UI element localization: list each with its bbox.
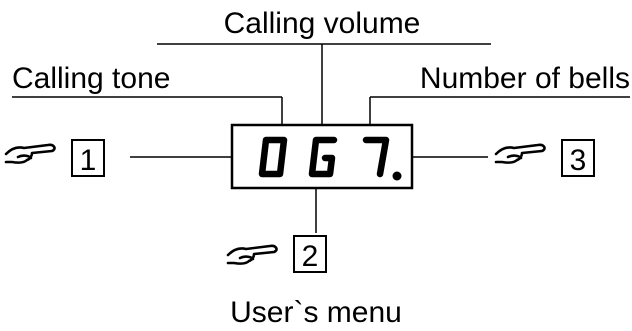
key-1-label: 1 [80, 144, 97, 177]
display-digit-7 [362, 136, 390, 178]
key-3-pointer-icon [494, 143, 546, 164]
users-menu-caption: User`s menu [230, 296, 402, 329]
key-3-label: 3 [570, 144, 587, 177]
key-2-button[interactable] [293, 235, 327, 273]
display-digit-g [308, 136, 338, 178]
display-decimal-point [392, 171, 402, 181]
key-2-pointer-icon [226, 244, 278, 265]
key-3-button[interactable] [561, 139, 595, 177]
key-1-pointer-icon [4, 143, 56, 164]
number-of-bells-label: Number of bells [420, 62, 630, 95]
key-2-label: 2 [302, 240, 319, 273]
calling-tone-label: Calling tone [12, 62, 170, 95]
calling-volume-label: Calling volume [224, 7, 421, 40]
display-digit-0 [258, 136, 288, 178]
key-1-button[interactable] [71, 139, 105, 177]
